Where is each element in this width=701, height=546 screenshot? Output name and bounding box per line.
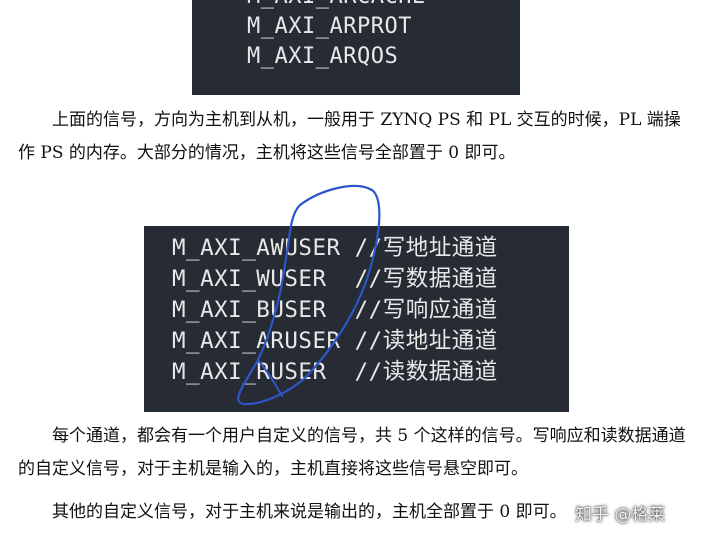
code-line: M_AXI_ARCACHE [247, 0, 520, 12]
paragraph-3: 其他的自定义信号，对于主机来说是输出的，主机全部置于 0 即可。 [52, 502, 567, 522]
paragraph-2: 每个通道，都会有一个用户自定义的信号，共 5 个这样的信号。写响应和读数据通道的… [18, 426, 686, 479]
code-line: M_AXI_ARUSER //读地址通道 [172, 328, 498, 354]
code-line: M_AXI_RUSER //读数据通道 [172, 359, 498, 385]
paragraph-1: 上面的信号，方向为主机到从机，一般用于 ZYNQ PS 和 PL 交互的时候，P… [18, 110, 681, 163]
code-block-user-signals: M_AXI_AWUSER //写地址通道 M_AXI_WUSER //写数据通道… [144, 226, 569, 412]
code-line: M_AXI_ARQOS [247, 44, 399, 69]
watermark: 知乎 @格莱 [575, 505, 666, 525]
code-line: M_AXI_WUSER //写数据通道 [172, 266, 498, 292]
code-line: M_AXI_AWUSER //写地址通道 [172, 235, 498, 261]
code-block-top: M_AXI_ARCACHE M_AXI_ARPROT M_AXI_ARQOS [192, 0, 520, 95]
code-line: M_AXI_BUSER //写响应通道 [172, 297, 498, 323]
code-line: M_AXI_ARPROT [247, 14, 412, 39]
